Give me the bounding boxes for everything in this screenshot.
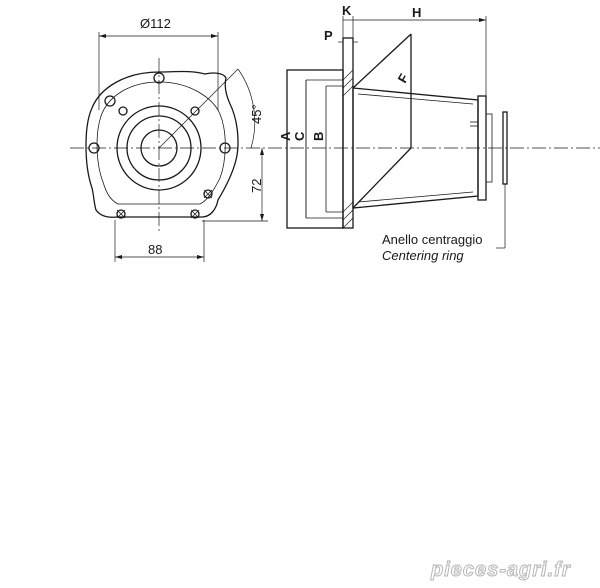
- bolt-hole: [118, 106, 128, 116]
- taper-line: [352, 33, 412, 89]
- housing-outline: [286, 69, 344, 229]
- label-p: P: [324, 28, 333, 43]
- diameter-label: Ø112: [140, 16, 171, 31]
- bolt-hole: [104, 95, 116, 107]
- label-a: A: [278, 131, 293, 141]
- label-c: C: [292, 131, 307, 141]
- bolt-hole: [153, 72, 165, 84]
- hub-outer-circle: [116, 105, 202, 191]
- flange-plate: [342, 37, 354, 229]
- height-label: 72: [249, 179, 264, 193]
- hub-bore-circle: [140, 129, 178, 167]
- bolt-hole: [190, 106, 200, 116]
- callout-english: Centering ring: [382, 248, 464, 263]
- bolt-hole: [203, 189, 213, 199]
- flange-outline: [85, 70, 239, 218]
- label-b: B: [311, 132, 326, 141]
- label-h: H: [412, 5, 421, 20]
- label-f: F: [395, 71, 412, 85]
- front-view: Ø112 45° 72 88: [70, 16, 600, 262]
- angle-arc: [237, 68, 256, 149]
- bolt-hole: [116, 209, 126, 219]
- cone-body: [352, 87, 479, 209]
- bolt-hole: [219, 142, 231, 154]
- callout-italian: Anello centraggio: [382, 232, 482, 247]
- width-label: 88: [148, 242, 162, 257]
- bolt-holes: [88, 72, 231, 219]
- bolt-hole: [190, 209, 200, 219]
- hub-middle-circle: [126, 115, 192, 181]
- bolt-hole: [88, 142, 100, 154]
- watermark-text: pieces-agri.fr: [430, 559, 571, 581]
- angle-label: 45°: [249, 104, 264, 124]
- angle-ray: [158, 68, 239, 149]
- flange-inner-ring: [96, 81, 226, 205]
- flange-hatching: [342, 69, 354, 229]
- label-k: K: [342, 3, 352, 18]
- side-view: A C B K P H F Anello centraggio Centerin…: [278, 3, 508, 263]
